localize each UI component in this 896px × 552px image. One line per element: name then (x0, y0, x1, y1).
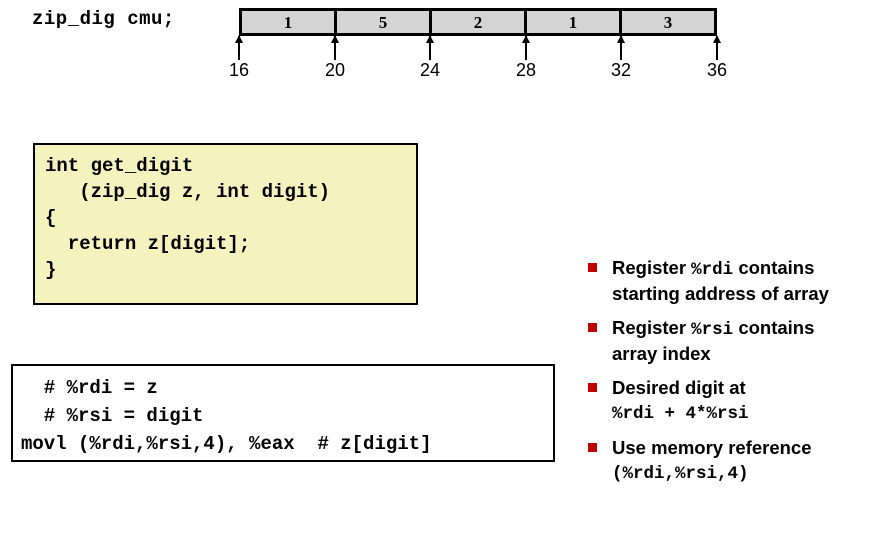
bullet-square-icon (588, 323, 597, 332)
assembly-code-box: # %rdi = z # %rsi = digit movl (%rdi,%rsi… (11, 364, 555, 462)
c-code-line: int get_digit (45, 155, 194, 177)
register-mono-text: (%rdi,%rsi,4) (612, 464, 749, 484)
bullet-item: Desired digit at %rdi + 4*%rsi (588, 376, 888, 426)
tick-stem (620, 36, 622, 60)
c-code-line: } (45, 259, 57, 281)
tick-arrowhead-icon (426, 35, 434, 43)
bullet-text: starting address of array (612, 283, 829, 304)
tick-stem (238, 36, 240, 60)
asm-code-line: # %rsi = digit (21, 405, 204, 427)
array-cell: 1 (242, 11, 337, 33)
bullet-square-icon (588, 383, 597, 392)
bullet-text: array index (612, 343, 711, 364)
bullet-text: Desired digit at (612, 377, 746, 398)
tick-stem (334, 36, 336, 60)
array-cell: 3 (663, 12, 673, 32)
array-cell: 5 (337, 11, 432, 33)
bullet-text: Use memory reference (612, 437, 812, 458)
array-declaration-label: zip_dig cmu; (32, 8, 175, 30)
tick-stem (429, 36, 431, 60)
tick-arrowhead-icon (331, 35, 339, 43)
bullet-line: starting address of array (612, 282, 888, 306)
bullet-line: Register %rsi contains (612, 316, 888, 342)
tick-arrowhead-icon (522, 35, 530, 43)
bullet-line: Desired digit at (612, 376, 888, 400)
asm-code-line: # %rdi = z (21, 377, 158, 399)
tick-label: 16 (228, 60, 250, 80)
tick-arrowhead-icon (235, 35, 243, 43)
c-code-line: { (45, 207, 57, 229)
array-cell: 1 (527, 11, 622, 33)
bullet-square-icon (588, 443, 597, 452)
bullet-text: Register (612, 257, 692, 278)
register-mono-text: %rsi (691, 320, 734, 340)
c-code-line: return z[digit]; (45, 233, 251, 255)
c-source-code-box: int get_digit (zip_dig z, int digit) { re… (33, 143, 418, 305)
bullet-line: Register %rdi contains (612, 256, 888, 282)
tick-stem (525, 36, 527, 60)
tick-stem (716, 36, 718, 60)
tick-label: 24 (419, 60, 441, 80)
bullet-square-icon (588, 263, 597, 272)
tick-label: 28 (515, 60, 537, 80)
asm-code-line: movl (%rdi,%rsi,4), %eax # z[digit] (21, 433, 432, 455)
tick-label: 32 (610, 60, 632, 80)
bullet-item: Use memory reference (%rdi,%rsi,4) (588, 436, 888, 486)
bullet-text: contains (733, 257, 815, 278)
tick-arrowhead-icon (713, 35, 721, 43)
tick-arrowhead-icon (617, 35, 625, 43)
register-mono-text: %rdi + 4*%rsi (612, 404, 749, 424)
bullet-text: contains (733, 317, 815, 338)
register-mono-text: %rdi (691, 260, 734, 280)
tick-label: 36 (706, 60, 728, 80)
bullet-line: (%rdi,%rsi,4) (612, 460, 888, 486)
tick-label: 20 (324, 60, 346, 80)
bullet-line: array index (612, 342, 888, 366)
bullet-text: Register (612, 317, 692, 338)
bullet-line: %rdi + 4*%rsi (612, 400, 888, 426)
c-code-line: (zip_dig z, int digit) (45, 181, 331, 203)
bullet-line: Use memory reference (612, 436, 888, 460)
array-cell: 2 (432, 11, 527, 33)
